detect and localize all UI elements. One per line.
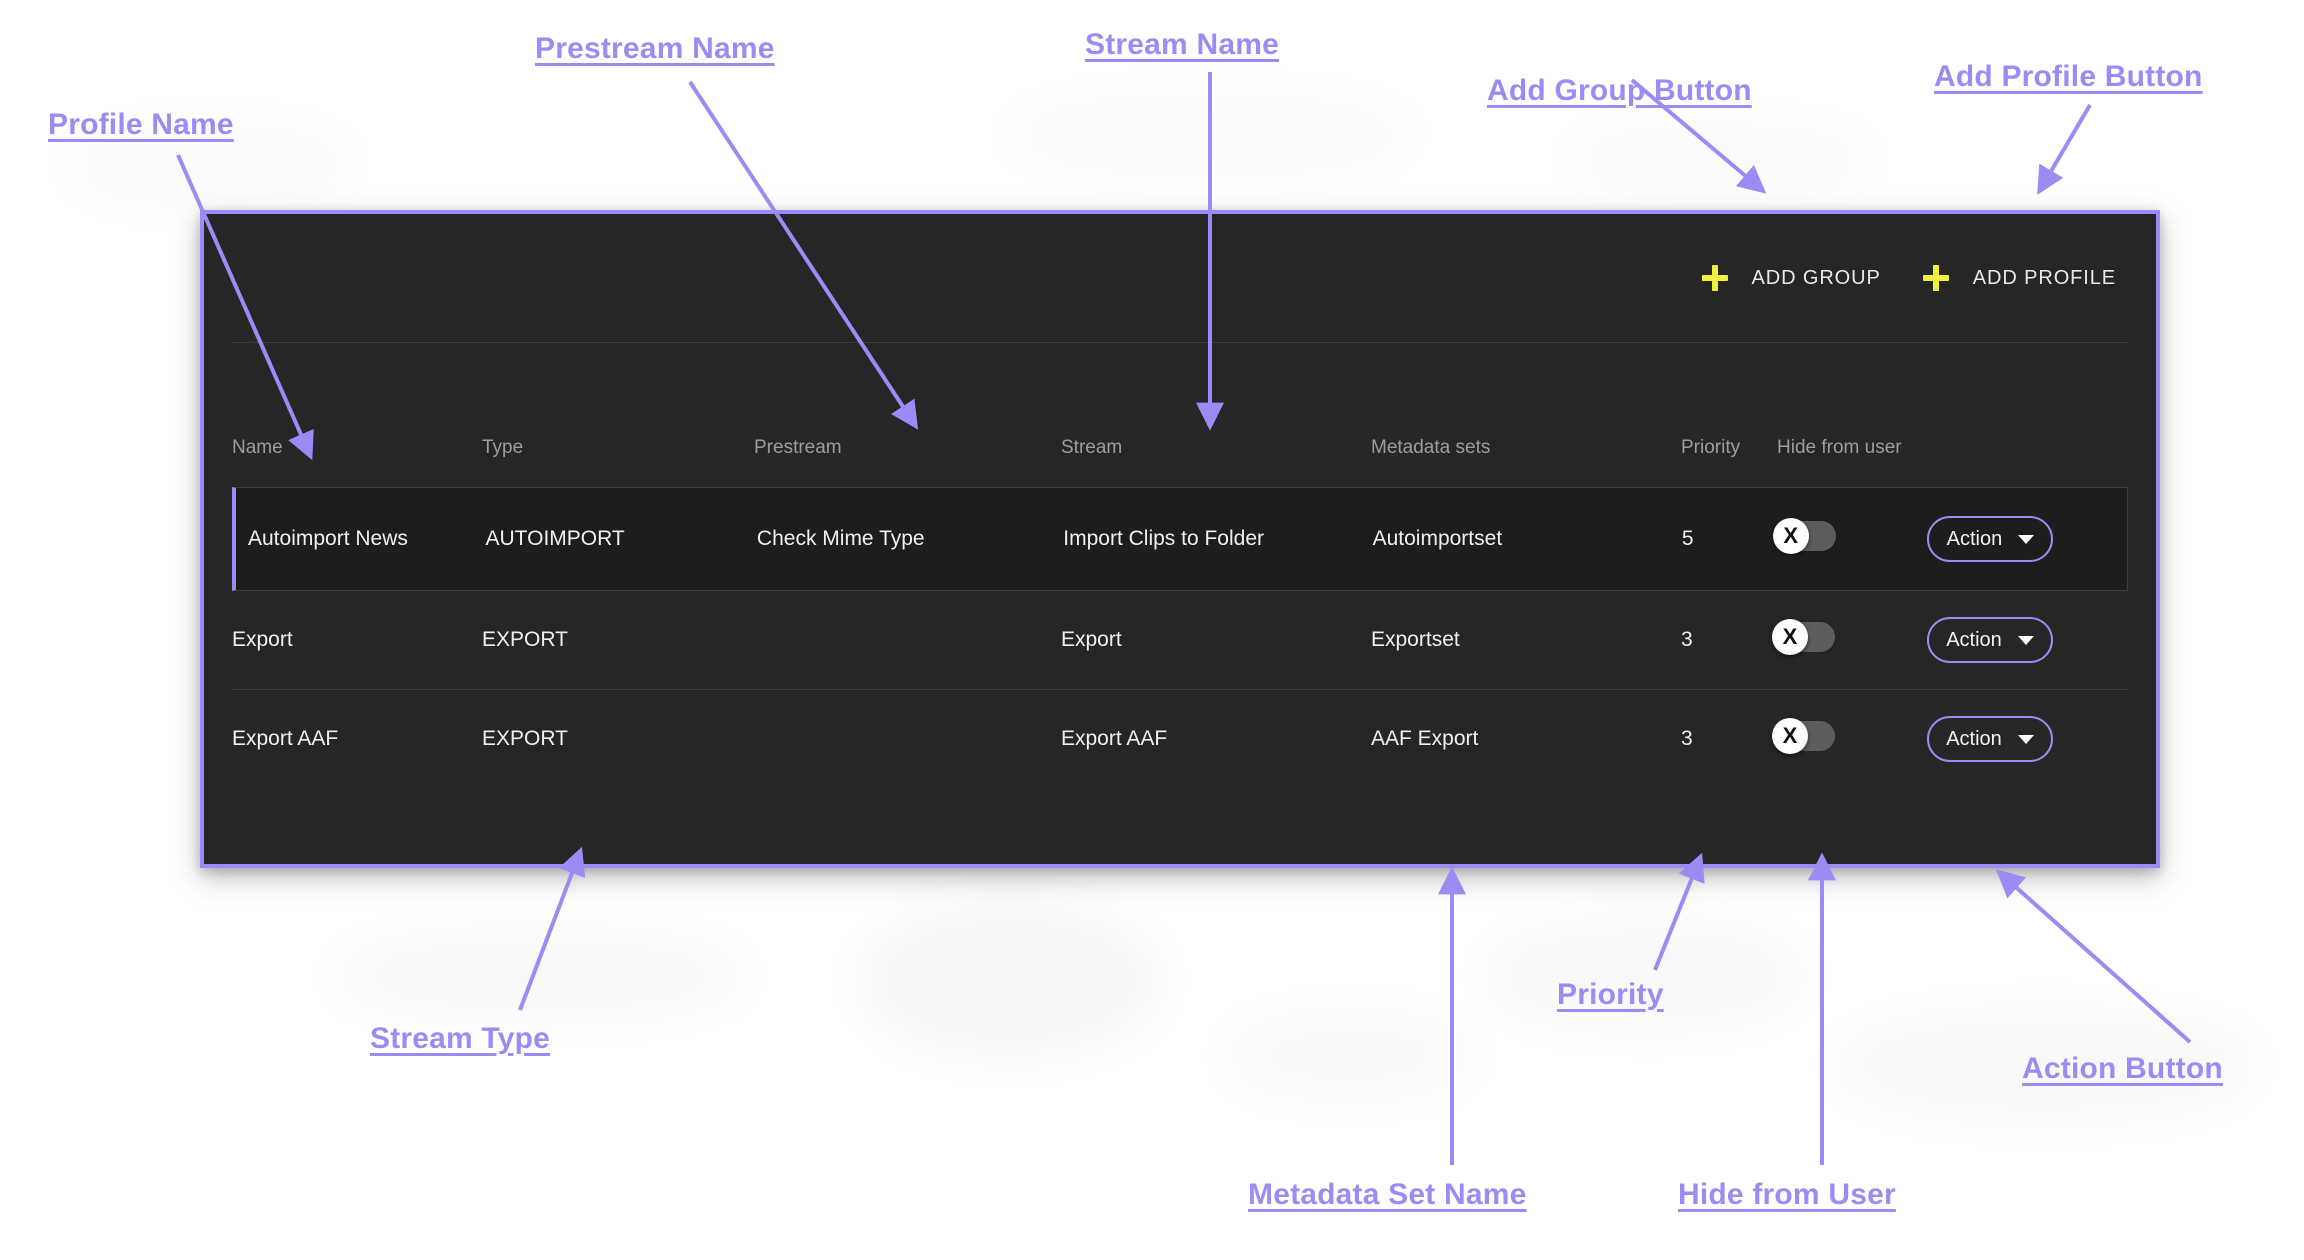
cell-stream: Export AAF <box>1061 727 1168 750</box>
plus-icon <box>1701 265 1728 291</box>
cell-metadata-sets: Exportset <box>1371 628 1460 651</box>
add-profile-label: ADD PROFILE <box>1972 266 2116 289</box>
hide-from-user-toggle[interactable]: X <box>1772 718 1835 754</box>
cell-hide-from-user: X <box>1772 518 1928 557</box>
cell-priority: 3 <box>1681 628 1693 651</box>
table-row[interactable]: Autoimport News AUTOIMPORT Check Mime Ty… <box>232 487 2128 591</box>
cell-metadata-sets: Autoimportset <box>1372 527 1503 550</box>
cell-action: Action <box>1927 617 2127 663</box>
cell-action: Action <box>1927 716 2127 762</box>
annotation-metadata-set-name: Metadata Set Name <box>1248 1178 1527 1211</box>
cell-name: Export AAF <box>232 727 339 750</box>
action-button-label: Action <box>1946 628 2002 651</box>
action-button[interactable]: Action <box>1927 617 2053 663</box>
annotation-prestream-name: Prestream Name <box>535 32 775 65</box>
column-header-metadata-sets: Metadata sets <box>1371 437 1491 458</box>
column-header-priority: Priority <box>1681 437 1741 458</box>
cell-metadata-sets: AAF Export <box>1371 727 1479 750</box>
annotation-priority: Priority <box>1557 978 1664 1011</box>
cell-priority: 3 <box>1681 727 1693 750</box>
chevron-down-icon <box>2018 534 2035 544</box>
chevron-down-icon <box>2017 734 2034 744</box>
cell-type: AUTOIMPORT <box>485 527 625 550</box>
annotation-stream-type: Stream Type <box>370 1022 551 1055</box>
add-group-label: ADD GROUP <box>1751 266 1881 289</box>
background-blur-shape <box>1560 120 1880 200</box>
background-blur-shape <box>330 930 750 1020</box>
table-row[interactable]: Export EXPORT Export Exportset 3 X Actio… <box>232 591 2128 689</box>
arrow-priority <box>1653 852 1705 971</box>
background-blur-shape <box>1480 920 1810 1030</box>
add-profile-button[interactable]: ADD PROFILE <box>1913 257 2126 299</box>
cell-stream: Import Clips to Folder <box>1063 527 1264 550</box>
toggle-x-icon: X <box>1772 619 1808 655</box>
toolbar-divider <box>232 342 2128 343</box>
row-divider <box>232 689 2128 690</box>
cell-name: Export <box>232 628 293 651</box>
cell-hide-from-user: X <box>1772 718 1927 757</box>
column-header-type: Type <box>482 437 524 458</box>
annotation-add-group-button: Add Group Button <box>1487 74 1752 107</box>
action-button-label: Action <box>1946 527 2003 550</box>
cell-type: EXPORT <box>482 727 568 750</box>
annotation-add-profile-button: Add Profile Button <box>1934 60 2203 93</box>
add-group-button[interactable]: ADD GROUP <box>1692 257 1891 299</box>
toggle-x-icon: X <box>1772 718 1808 754</box>
action-button[interactable]: Action <box>1927 516 2054 562</box>
background-blur-shape <box>860 905 1160 1055</box>
column-header-stream: Stream <box>1061 437 1123 458</box>
column-header-prestream: Prestream <box>754 437 842 458</box>
cell-hide-from-user: X <box>1772 619 1927 658</box>
plus-icon <box>1922 265 1949 291</box>
hide-from-user-toggle[interactable]: X <box>1772 518 1836 554</box>
arrow-add-profile-button <box>2037 103 2092 195</box>
background-blur-shape <box>1000 90 1420 180</box>
hide-from-user-toggle[interactable]: X <box>1772 619 1835 655</box>
column-header-name: Name <box>232 437 283 458</box>
column-header-hide-from-user: Hide from user <box>1777 437 1902 458</box>
annotation-profile-name: Profile Name <box>48 108 234 141</box>
toggle-x-icon: X <box>1772 518 1809 554</box>
action-button-label: Action <box>1946 727 2002 750</box>
cell-prestream: Check Mime Type <box>756 527 925 550</box>
cell-type: EXPORT <box>482 628 568 651</box>
annotation-action-button: Action Button <box>2022 1052 2223 1085</box>
background-blur-shape <box>1220 1010 1480 1100</box>
profiles-table: Name Type Prestream Stream Metadata sets… <box>204 343 2156 788</box>
profiles-panel: ADD GROUP ADD PROFILE Name Type Prestrea… <box>200 210 2160 868</box>
arrow-action-button <box>1995 869 2192 1044</box>
cell-action: Action <box>1927 516 2127 562</box>
annotation-hide-from-user: Hide from User <box>1678 1178 1896 1211</box>
panel-toolbar: ADD GROUP ADD PROFILE <box>204 214 2156 342</box>
table-row[interactable]: Export AAF EXPORT Export AAF AAF Export … <box>232 690 2128 788</box>
cell-priority: 5 <box>1681 527 1694 550</box>
cell-stream: Export <box>1061 628 1122 651</box>
chevron-down-icon <box>2017 635 2034 645</box>
action-button[interactable]: Action <box>1927 716 2053 762</box>
table-header-row: Name Type Prestream Stream Metadata sets… <box>232 343 2128 487</box>
cell-name: Autoimport News <box>248 527 408 550</box>
arrow-stream-type <box>518 846 586 1011</box>
annotation-stream-name: Stream Name <box>1085 28 1279 61</box>
